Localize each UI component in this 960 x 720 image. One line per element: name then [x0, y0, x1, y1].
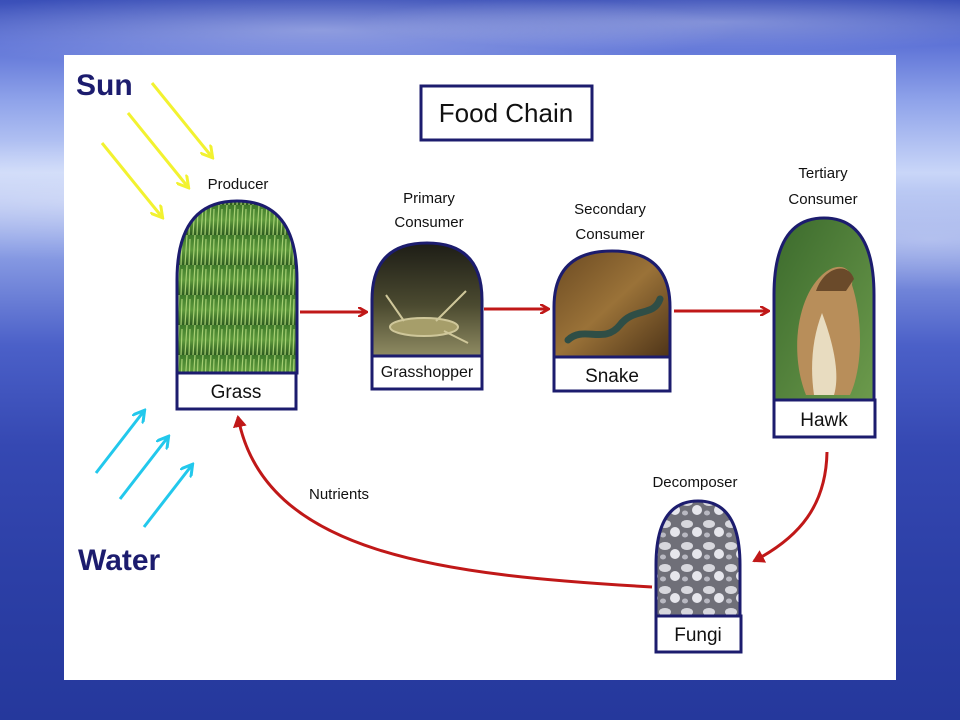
primary-role-line2: Consumer: [394, 214, 463, 231]
grass-image: [175, 199, 299, 375]
sun-label: Sun: [76, 69, 133, 102]
slide-panel: Sun Water Food Chain Producer Grass Prim…: [64, 55, 896, 680]
tertiary-consumer-node: Tertiary Consumer Hawk: [772, 165, 877, 439]
title-box: Food Chain: [419, 84, 594, 142]
food-chain-diagram: Sun Water Food Chain Producer Grass Prim…: [76, 69, 877, 654]
tertiary-role-line1: Tertiary: [798, 165, 848, 182]
fungi-image: [654, 499, 742, 618]
secondary-role-line2: Consumer: [575, 226, 644, 243]
water-rays-icon: [94, 411, 192, 528]
arrow-fungi-to-grass: [232, 415, 653, 589]
hawk-icon: [797, 266, 860, 395]
water-label: Water: [78, 544, 161, 577]
page-title: Food Chain: [439, 98, 573, 128]
nutrients-label: Nutrients: [309, 486, 369, 503]
decomposer-node: Decomposer Fungi: [652, 474, 743, 654]
snake-icon: [564, 295, 664, 344]
grass-label: Grass: [211, 382, 262, 403]
grasshopper-icon: [385, 290, 469, 344]
grasshopper-label: Grasshopper: [381, 364, 474, 381]
tertiary-role-line2: Consumer: [788, 191, 857, 208]
secondary-role-line1: Secondary: [574, 201, 646, 218]
arrow-hawk-to-fungi: [752, 451, 829, 563]
primary-role-line1: Primary: [403, 190, 455, 207]
primary-consumer-node: Primary Consumer Grasshopper: [370, 190, 484, 391]
sun-rays-icon: [100, 82, 212, 217]
secondary-consumer-node: Secondary Consumer Snake: [552, 201, 672, 393]
decomposer-role-label: Decomposer: [652, 474, 737, 491]
fungi-label: Fungi: [674, 625, 722, 646]
producer-node: Producer Grass: [175, 176, 299, 411]
hawk-label: Hawk: [800, 410, 848, 431]
snake-label: Snake: [585, 366, 639, 387]
chain-arrows: [232, 309, 829, 589]
producer-role-label: Producer: [208, 176, 269, 193]
